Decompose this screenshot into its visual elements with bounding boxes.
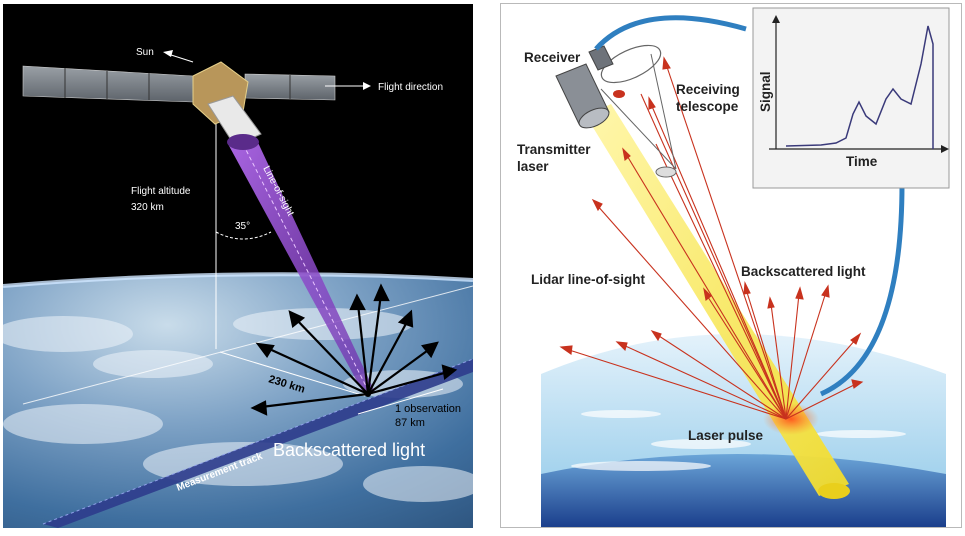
laser-pulse-label: Laser pulse [688, 428, 764, 443]
backscattered-light-caption: Backscattered light [273, 440, 425, 460]
ocean-layer [541, 454, 946, 527]
laser-pulse-glow [763, 403, 819, 435]
observation-value: 87 km [395, 417, 425, 429]
backscattered-light-label: Backscattered light [741, 264, 866, 279]
solar-panel-left [22, 65, 194, 103]
receiving-telescope-label-2: telescope [676, 99, 739, 114]
receiver-cable [594, 15, 747, 51]
measurement-track [42, 358, 473, 528]
sun-arrow [167, 53, 194, 63]
beam-centerline [239, 137, 371, 395]
satellite-illustration-panel: Sun Flight direction Flight altitude 320… [3, 4, 473, 528]
receiver-label: Receiver [524, 50, 581, 65]
atmosphere-glow [3, 272, 473, 288]
transmitter-label: Transmitter [517, 142, 591, 157]
cloud-streaks [571, 410, 906, 471]
satellite-scene: Sun Flight direction Flight altitude 320… [3, 47, 473, 528]
backscatter-arrows [250, 283, 458, 416]
angle-label: 35° [235, 221, 250, 232]
beam-end [818, 483, 850, 499]
distance-230-line [219, 351, 366, 397]
transmitter-laser-device [555, 63, 610, 129]
backscatter-rays [559, 56, 864, 420]
observation-line [357, 388, 444, 415]
solar-panel-right [244, 73, 336, 101]
time-axis-label: Time [846, 154, 878, 169]
receiver-device [588, 45, 614, 71]
lidar-diagram-panel: Receiver Receiving telescope Transmitter… [500, 3, 962, 528]
signal-curve [785, 25, 934, 149]
flight-direction-label: Flight direction [378, 82, 443, 93]
observation-label: 1 observation [395, 403, 461, 415]
receiving-telescope-label: Receiving [676, 82, 740, 97]
orbit-ground-line [22, 285, 473, 405]
flight-altitude-value: 320 km [131, 202, 164, 213]
satellite-body [192, 61, 262, 150]
transmitter-label-2: laser [517, 159, 549, 174]
line-of-sight-beam [228, 132, 375, 396]
observation-point [365, 391, 371, 397]
sun-label: Sun [136, 47, 154, 58]
angle-arc [215, 231, 272, 240]
pulse-cable [819, 143, 905, 397]
receiving-telescope [600, 44, 677, 178]
lidar-scene: Receiver Receiving telescope Transmitter… [517, 7, 950, 527]
lidar-line-of-sight-label: Lidar line-of-sight [531, 272, 645, 287]
flight-altitude-label: Flight altitude [131, 186, 191, 197]
signal-axis-label: Signal [758, 71, 773, 112]
signal-plot [752, 7, 950, 189]
